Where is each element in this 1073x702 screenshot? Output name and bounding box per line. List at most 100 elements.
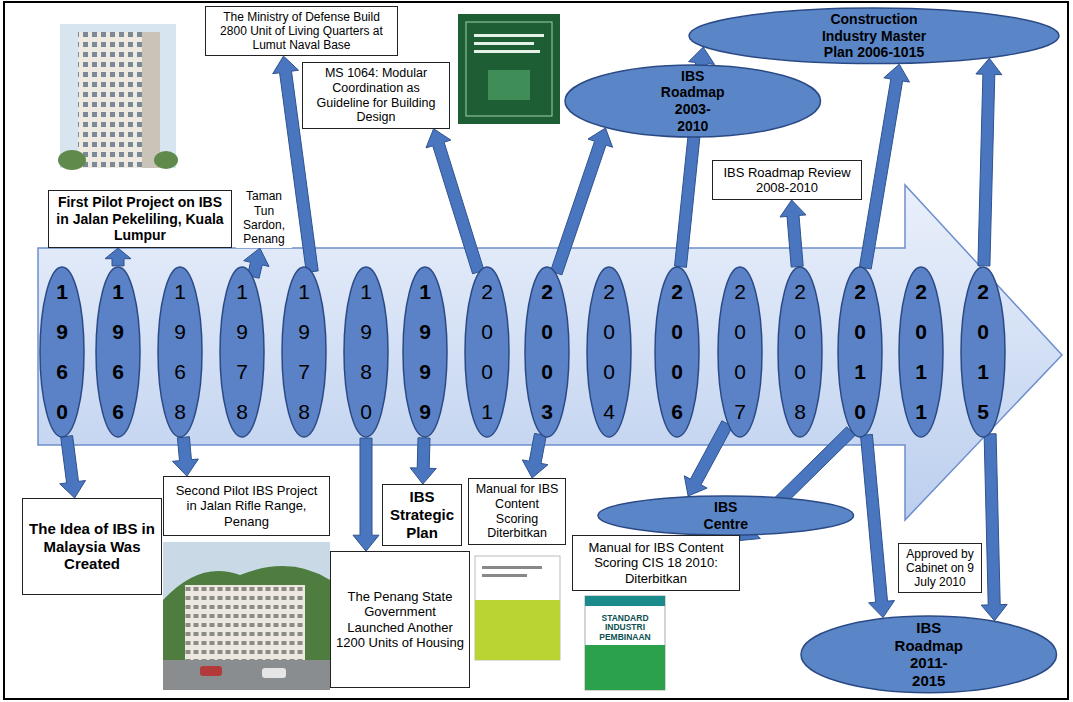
node-label: IBS Centre [704, 499, 748, 532]
ellipse-shape [838, 267, 882, 437]
year-label: 1999 [418, 272, 431, 432]
event-box: Manual for IBS Content Scoring CIS 18 20… [572, 535, 740, 591]
ellipse-shape [801, 616, 1057, 693]
hill [163, 566, 330, 690]
year-label: 1980 [359, 272, 372, 432]
flat-block [185, 585, 305, 660]
book-cover [458, 14, 560, 124]
book-line [482, 574, 527, 577]
year-label: 1966 [111, 272, 124, 432]
photo-sky [163, 542, 330, 690]
book-line [474, 42, 534, 45]
year-oval: 2011 [898, 266, 944, 438]
ellipse-shape [778, 267, 822, 437]
flat-windows [185, 585, 305, 660]
book-band [585, 596, 665, 606]
book-line [482, 566, 542, 569]
node-label: MS 1064: Modular Coordination as Guideli… [308, 66, 444, 125]
book-frame [466, 22, 552, 116]
tree [154, 151, 178, 169]
milestone-ellipse: IBS Roadmap 2003-2010 [564, 64, 822, 138]
timeline-arrow [426, 129, 484, 274]
year-oval: 1999 [402, 266, 448, 438]
timeline-arrow [410, 438, 436, 484]
car [200, 666, 222, 676]
node-label: Manual for IBS Content Scoring Diterbitk… [474, 482, 560, 541]
ellipse-shape [598, 496, 854, 535]
milestone-ellipse: IBS Centre [597, 495, 855, 536]
node-label: Second Pilot IBS Project in Jalan Rifle … [169, 483, 324, 529]
year-oval: 1968 [157, 266, 203, 438]
node-label: IBS Roadmap Review 2008-2010 [718, 165, 856, 196]
year-label: 2008 [793, 272, 806, 432]
node-label: First Pilot Project on IBS in Jalan Peke… [54, 194, 226, 244]
ellipse-shape [689, 8, 1059, 64]
year-label: 2015 [976, 272, 989, 432]
ellipse-shape [525, 267, 569, 437]
milestone-ellipse: IBS Roadmap 2011-2015 [800, 615, 1058, 694]
tree [58, 150, 86, 170]
milestone-ellipse: Construction Industry Master Plan 2006-1… [688, 7, 1060, 65]
event-box: Second Pilot IBS Project in Jalan Rifle … [163, 476, 330, 536]
photo-sky [60, 24, 176, 168]
timeline-arrow [173, 437, 199, 476]
tower-windows [78, 32, 142, 168]
timeline-arrow-band [38, 185, 1062, 520]
car [262, 668, 286, 678]
timeline-arrow [780, 200, 806, 267]
year-label: 2010 [853, 272, 866, 432]
year-oval: 1978 [219, 266, 265, 438]
year-oval: 2004 [586, 266, 632, 438]
year-oval: 2001 [464, 266, 510, 438]
year-label: 2004 [602, 272, 615, 432]
node-label: IBS Roadmap 2003-2010 [661, 68, 725, 134]
tower-side [142, 32, 160, 168]
node-label: Manual for IBS Content Scoring CIS 18 20… [578, 540, 734, 586]
event-box: IBS Roadmap Review 2008-2010 [712, 160, 862, 200]
node-label: IBS Roadmap 2011-2015 [895, 619, 963, 690]
year-label: 2003 [540, 272, 553, 432]
timeline-arrow [861, 434, 895, 617]
book-cover [585, 596, 665, 690]
year-oval: 2010 [837, 266, 883, 438]
event-box: First Pilot Project on IBS in Jalan Peke… [48, 190, 232, 248]
year-label: 2007 [733, 272, 746, 432]
year-oval: 2006 [654, 266, 700, 438]
timeline-arrow [859, 64, 909, 269]
year-oval: 2003 [524, 266, 570, 438]
year-oval: 2015 [960, 266, 1006, 438]
node-label: The Penang State Government Launched Ano… [336, 589, 464, 650]
tower-block [78, 32, 142, 168]
year-oval: 1980 [343, 266, 389, 438]
event-box: The Penang State Government Launched Ano… [330, 551, 470, 688]
ellipse-shape [465, 267, 509, 437]
ellipse-shape [158, 267, 202, 437]
year-label: 1978 [235, 272, 248, 432]
ellipse-shape [282, 267, 326, 437]
timeline-arrow [981, 434, 1007, 621]
book-line [474, 50, 540, 53]
ellipse-shape [587, 267, 631, 437]
ellipse-shape [655, 267, 699, 437]
ellipse-shape [899, 267, 943, 437]
ellipse-shape [344, 267, 388, 437]
ellipse-shape [40, 267, 84, 437]
book-band [585, 645, 665, 690]
node-label: The Ministry of Defense Build 2800 Unit … [211, 10, 392, 52]
timeline-arrow [105, 248, 131, 266]
event-box: IBS Strategic Plan [382, 484, 462, 546]
book-band [475, 600, 560, 660]
ellipse-shape [718, 267, 762, 437]
year-oval: 2008 [777, 266, 823, 438]
timeline-arrow [976, 58, 1002, 266]
year-label: 2011 [914, 272, 927, 432]
timeline-arrow [522, 433, 548, 478]
node-label: Approved by Cabinet on 9 July 2010 [904, 547, 976, 589]
year-label: 2006 [670, 272, 683, 432]
timeline-arrow [353, 438, 379, 551]
node-label: IBS Strategic Plan [388, 488, 456, 541]
ellipse-shape [96, 267, 140, 437]
node-label: Construction Industry Master Plan 2006-1… [817, 11, 932, 61]
ellipse-shape [403, 267, 447, 437]
year-label: 1978 [297, 272, 310, 432]
